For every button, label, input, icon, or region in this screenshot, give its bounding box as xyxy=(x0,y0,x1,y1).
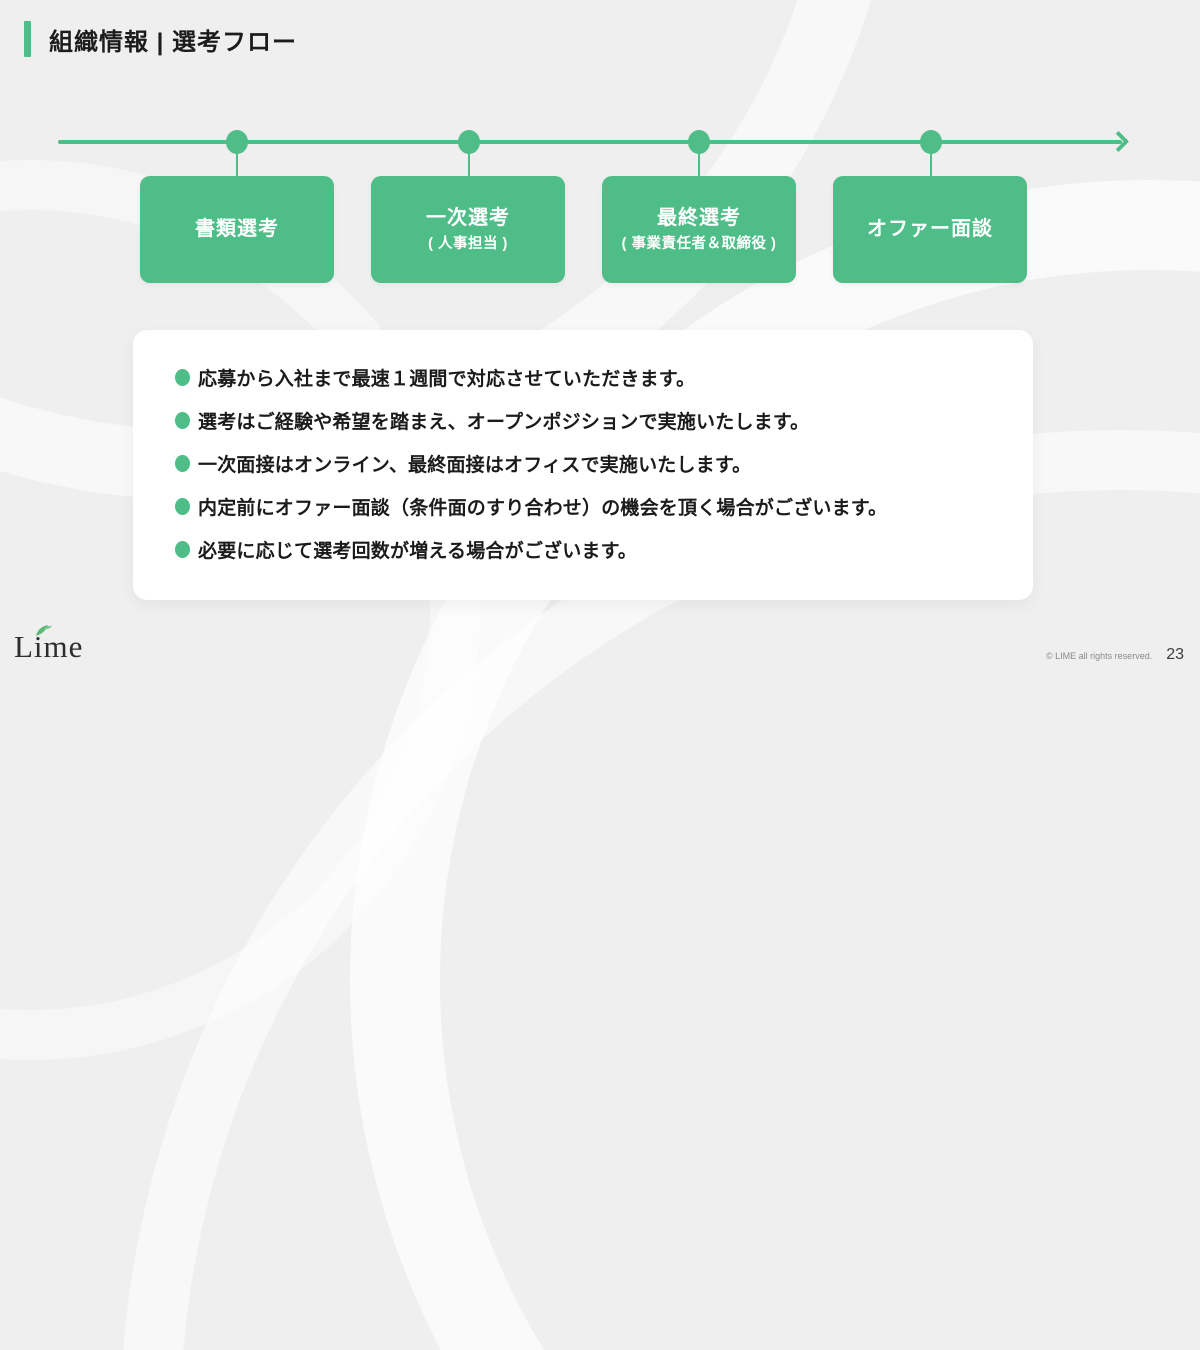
step-box-document-screening: 書類選考 xyxy=(140,176,334,283)
bullet-dot-icon xyxy=(175,541,190,558)
bullet-dot-icon xyxy=(175,455,190,472)
timeline-line xyxy=(58,140,1122,144)
timeline-dot xyxy=(226,130,248,154)
step-box-first-interview: 一次選考 ( 人事担当 ) xyxy=(371,176,565,283)
page-number: 23 xyxy=(1166,646,1184,663)
timeline-connector xyxy=(468,152,470,178)
timeline-connector xyxy=(930,152,932,178)
step-sublabel: ( 事業責任者＆取締役 ) xyxy=(621,235,777,252)
list-item: 一次面接はオンライン、最終面接はオフィスで実施いたします。 xyxy=(175,450,1003,477)
note-text: 必要に応じて選考回数が増える場合がございます。 xyxy=(198,541,638,562)
background-swirl xyxy=(0,160,480,1060)
note-text: 応募から入社まで最速１週間で対応させていただきます。 xyxy=(198,369,696,390)
notes-card: 応募から入社まで最速１週間で対応させていただきます。 選考はご経験や希望を踏まえ… xyxy=(133,330,1033,600)
copyright-text: © LIME all rights reserved. xyxy=(1046,651,1153,661)
bullet-dot-icon xyxy=(175,412,190,429)
footer: © LIME all rights reserved. 23 xyxy=(1046,646,1184,664)
list-item: 内定前にオファー面談（条件面のすり合わせ）の機会を頂く場合がございます。 xyxy=(175,493,1003,520)
step-label: 最終選考 xyxy=(657,206,741,229)
list-item: 選考はご経験や希望を踏まえ、オープンポジションで実施いたします。 xyxy=(175,407,1003,434)
step-label: オファー面談 xyxy=(867,218,993,240)
bullet-dot-icon xyxy=(175,498,190,515)
arrow-right-icon xyxy=(1107,130,1130,153)
timeline-connector xyxy=(698,152,700,178)
timeline-dot xyxy=(920,130,942,154)
slide-header: 組織情報 | 選考フロー xyxy=(24,21,297,57)
company-logo: Lime xyxy=(14,625,84,665)
step-box-final-interview: 最終選考 ( 事業責任者＆取締役 ) xyxy=(602,176,796,283)
step-box-offer-meeting: オファー面談 xyxy=(833,176,1027,283)
step-label: 書類選考 xyxy=(195,218,279,240)
list-item: 必要に応じて選考回数が増える場合がございます。 xyxy=(175,536,1003,563)
note-text: 一次面接はオンライン、最終面接はオフィスで実施いたします。 xyxy=(198,455,752,476)
bullet-dot-icon xyxy=(175,369,190,386)
timeline-dot xyxy=(458,130,480,154)
timeline-dot xyxy=(688,130,710,154)
note-text: 内定前にオファー面談（条件面のすり合わせ）の機会を頂く場合がございます。 xyxy=(198,498,888,519)
logo-text: Lime xyxy=(14,629,84,664)
leaf-icon xyxy=(36,625,52,636)
list-item: 応募から入社まで最速１週間で対応させていただきます。 xyxy=(175,364,1003,391)
note-text: 選考はご経験や希望を踏まえ、オープンポジションで実施いたします。 xyxy=(198,412,810,433)
timeline-connector xyxy=(236,152,238,178)
step-label: 一次選考 xyxy=(426,206,510,229)
page-title: 組織情報 | 選考フロー xyxy=(49,28,298,56)
title-accent-bar xyxy=(24,21,31,57)
step-sublabel: ( 人事担当 ) xyxy=(428,235,508,252)
